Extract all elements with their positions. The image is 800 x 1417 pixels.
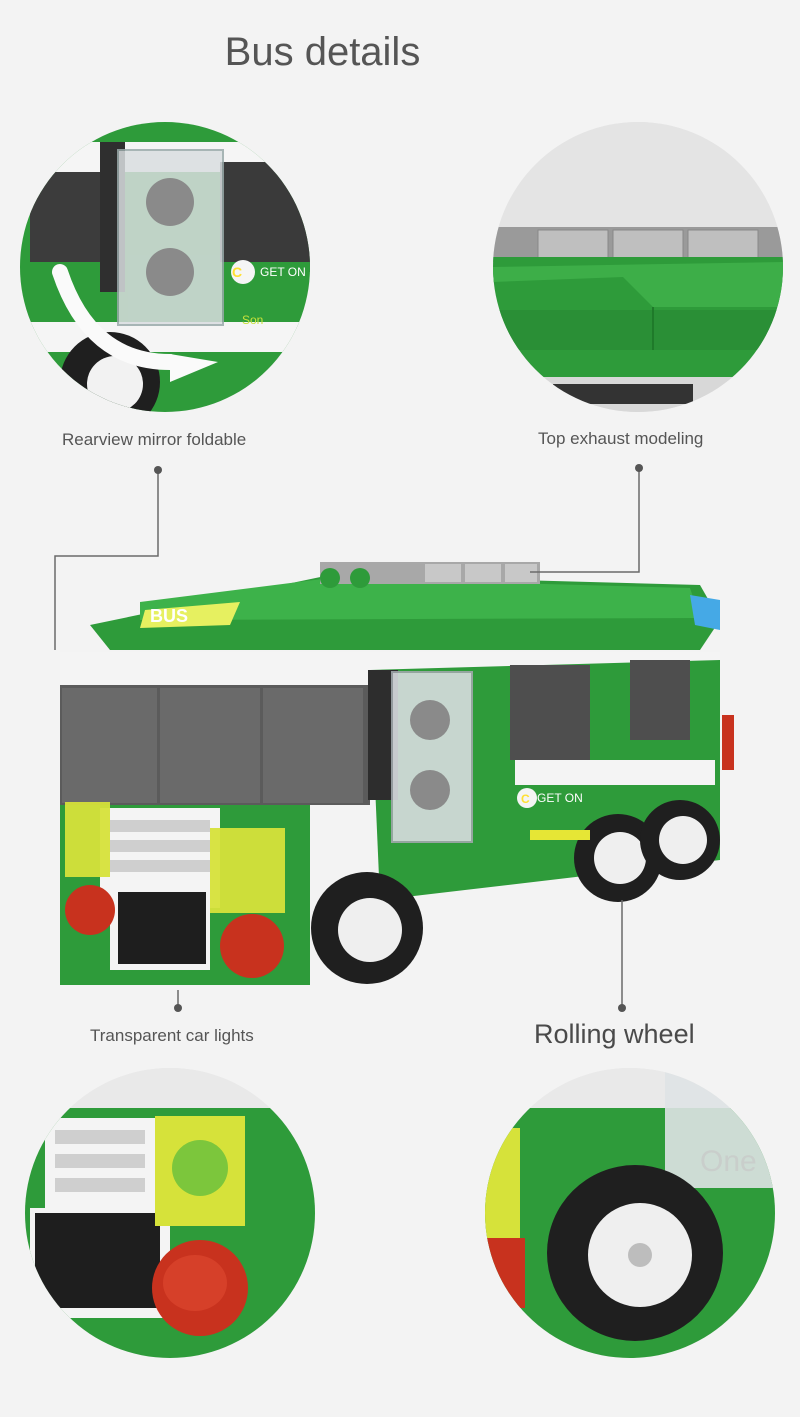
svg-text:BUS: BUS (150, 606, 188, 626)
callout-mirror-label: Rearview mirror foldable (62, 430, 247, 449)
wheel-closeup (485, 1068, 775, 1358)
bus-illustration: BUS C GET ON (0, 540, 800, 1010)
callout-wheel-label: Rolling wheel (534, 1019, 695, 1049)
watermark-text: One (700, 1145, 757, 1178)
svg-text:C: C (521, 792, 530, 806)
svg-text:GET ON: GET ON (537, 791, 583, 805)
svg-text:C: C (232, 264, 242, 280)
exhaust-closeup (493, 122, 783, 412)
callout-lights-label: Transparent car lights (90, 1026, 254, 1045)
callout-exhaust-label: Top exhaust modeling (538, 429, 704, 448)
svg-text:GET ON: GET ON (260, 265, 306, 279)
mirror-closeup: C GET ON Son (20, 122, 310, 412)
svg-text:Son: Son (242, 313, 263, 327)
page-title: Bus details (224, 30, 421, 74)
lights-closeup (25, 1068, 315, 1358)
